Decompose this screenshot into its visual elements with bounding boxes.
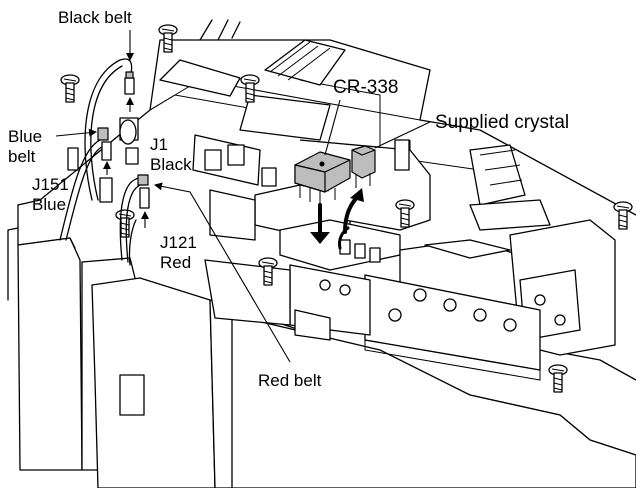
label-cr338: CR-338 <box>333 77 398 98</box>
label-blue-port: Blue <box>32 195 66 214</box>
connector-block-1 <box>204 149 222 171</box>
screw-icon <box>548 364 568 393</box>
cooling-fins <box>199 19 241 41</box>
screw-icon <box>158 24 178 53</box>
connector-block-3 <box>261 167 277 187</box>
label-j1: J1 <box>150 135 168 154</box>
label-blue: Blue <box>8 127 42 146</box>
swap-arrows <box>310 188 364 250</box>
red-belt-band <box>137 174 149 186</box>
cr338-mark <box>319 161 325 167</box>
screw-icon <box>613 201 633 230</box>
cr338-crystal-unit <box>294 151 351 205</box>
screw-icon <box>60 74 80 103</box>
label-supplied-crystal: Supplied crystal <box>435 112 569 133</box>
red-belt-connector <box>139 187 150 209</box>
blue-belt-connector <box>101 141 112 161</box>
labels: Black belt CR-338 Supplied crystal Blue … <box>8 8 569 390</box>
leader-red-belt <box>154 182 291 363</box>
black-belt-connector <box>124 77 135 95</box>
screw-icon <box>258 257 278 286</box>
label-red-belt: Red belt <box>258 371 322 390</box>
screw-icon <box>240 74 260 103</box>
label-red: Red <box>160 253 191 272</box>
leader-blue-belt <box>55 128 97 137</box>
ribbon-cables <box>149 39 551 231</box>
front-panel-right <box>231 314 636 488</box>
blue-belt-band <box>97 127 109 141</box>
label-black-belt: Black belt <box>58 8 132 27</box>
leader-supplied-crystal <box>374 121 431 149</box>
label-belt: belt <box>8 147 36 166</box>
panel-slot <box>119 374 145 416</box>
screw-icon <box>395 199 415 228</box>
label-j121: J121 <box>160 233 197 252</box>
leader-cr338 <box>324 99 341 156</box>
black-belt-band <box>125 71 134 79</box>
label-black: Black <box>150 155 192 174</box>
coax-cables <box>59 58 150 266</box>
supplied-crystal <box>351 145 376 188</box>
small-components <box>67 117 410 263</box>
connector-block-2 <box>227 144 245 166</box>
leader-lines <box>55 30 431 363</box>
label-j151: J151 <box>32 175 69 194</box>
